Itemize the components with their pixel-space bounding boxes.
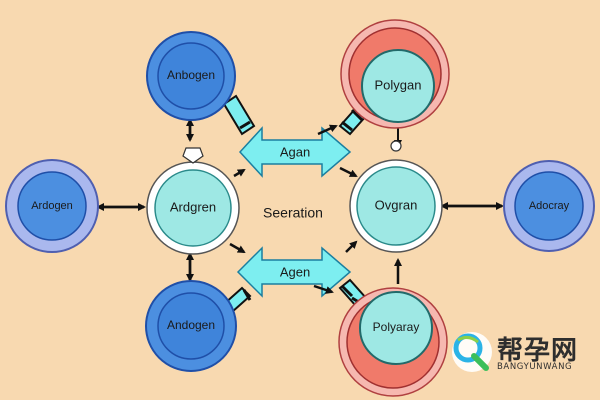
connector-top-left — [222, 94, 256, 136]
watermark-logo-icon — [452, 332, 492, 372]
node-center-left: Ardgren — [146, 147, 240, 255]
node-bottom-right: Polyaray — [338, 287, 448, 397]
node-bottom-left: Andogen — [145, 280, 237, 372]
node-top-right: Polygan — [340, 19, 450, 129]
arrow-label-bottom: Agen — [280, 264, 310, 279]
bottom-double-arrow — [236, 246, 352, 298]
node-label-top-right: Polygan — [375, 77, 422, 92]
node-left: Ardogen — [5, 159, 99, 253]
arrow-label-top: Agan — [280, 144, 310, 159]
center-label: Seeration — [263, 205, 323, 221]
arrows — [96, 118, 504, 294]
node-right: Adocray — [503, 160, 595, 252]
node-label-right: Adocray — [529, 200, 570, 212]
node-center-right: Ovgran — [349, 140, 443, 253]
node-label-left: Ardogen — [31, 200, 73, 212]
node-label-top-left: Anbogen — [167, 68, 215, 82]
node-label-bottom-right: Polyaray — [373, 320, 420, 334]
node-label-bottom-left: Andogen — [167, 318, 215, 332]
node-top-left: Anbogen — [146, 31, 236, 121]
node-label-center-right: Ovgran — [375, 197, 418, 212]
watermark-latin-text: BANGYUNWANG — [497, 362, 573, 372]
node-label-center-left: Ardgren — [170, 199, 216, 214]
watermark-chinese-text: 帮孕网 — [497, 336, 579, 366]
top-double-arrow — [238, 126, 352, 178]
